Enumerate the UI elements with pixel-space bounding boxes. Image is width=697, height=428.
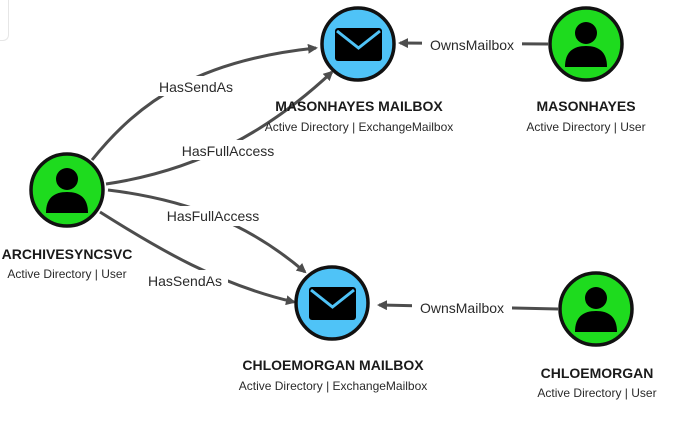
node-title: CHLOEMORGAN MAILBOX: [242, 357, 424, 373]
node-subtitle: Active Directory | User: [537, 386, 656, 400]
user-icon: [565, 22, 607, 67]
node-title: ARCHIVESYNCSVC: [2, 246, 133, 262]
edge-label-hassendas-chloemorgan: HasSendAs: [148, 273, 222, 289]
node-archivesyncsvc[interactable]: ARCHIVESYNCSVC Active Directory | User: [2, 152, 133, 281]
panel-corner: [0, 0, 9, 41]
edge-label-hasfullaccess-masonhayes: HasFullAccess: [182, 143, 275, 159]
node-title: MASONHAYES MAILBOX: [275, 98, 443, 114]
user-icon: [575, 287, 617, 332]
envelope-icon: [335, 28, 382, 61]
node-subtitle: Active Directory | ExchangeMailbox: [265, 120, 454, 134]
edge-labels: HasSendAs HasFullAccess HasFullAccess Ha…: [142, 35, 522, 318]
edge-label-hassendas-masonhayes: HasSendAs: [159, 79, 233, 95]
envelope-icon: [309, 287, 356, 320]
node-subtitle: Active Directory | User: [526, 120, 645, 134]
user-icon: [46, 168, 88, 213]
node-masonhayes[interactable]: MASONHAYES Active Directory | User: [526, 6, 646, 134]
edge-hasfullaccess-chloemorgan[interactable]: [107, 188, 307, 274]
edge-label-ownsmailbox-masonhayes: OwnsMailbox: [430, 37, 514, 53]
edge-label-hasfullaccess-chloemorgan: HasFullAccess: [167, 208, 260, 224]
node-title: MASONHAYES: [536, 98, 635, 114]
node-title: CHLOEMORGAN: [541, 365, 654, 381]
node-chloemorgan[interactable]: CHLOEMORGAN Active Directory | User: [537, 271, 657, 400]
node-subtitle: Active Directory | User: [7, 267, 126, 281]
node-subtitle: Active Directory | ExchangeMailbox: [239, 379, 428, 393]
edge-label-ownsmailbox-chloemorgan: OwnsMailbox: [420, 300, 504, 316]
node-chloemorgan-mailbox[interactable]: CHLOEMORGAN MAILBOX Active Directory | E…: [239, 265, 428, 393]
node-masonhayes-mailbox[interactable]: MASONHAYES MAILBOX Active Directory | Ex…: [265, 6, 454, 134]
edge-hassendas-chloemorgan[interactable]: [99, 210, 296, 306]
